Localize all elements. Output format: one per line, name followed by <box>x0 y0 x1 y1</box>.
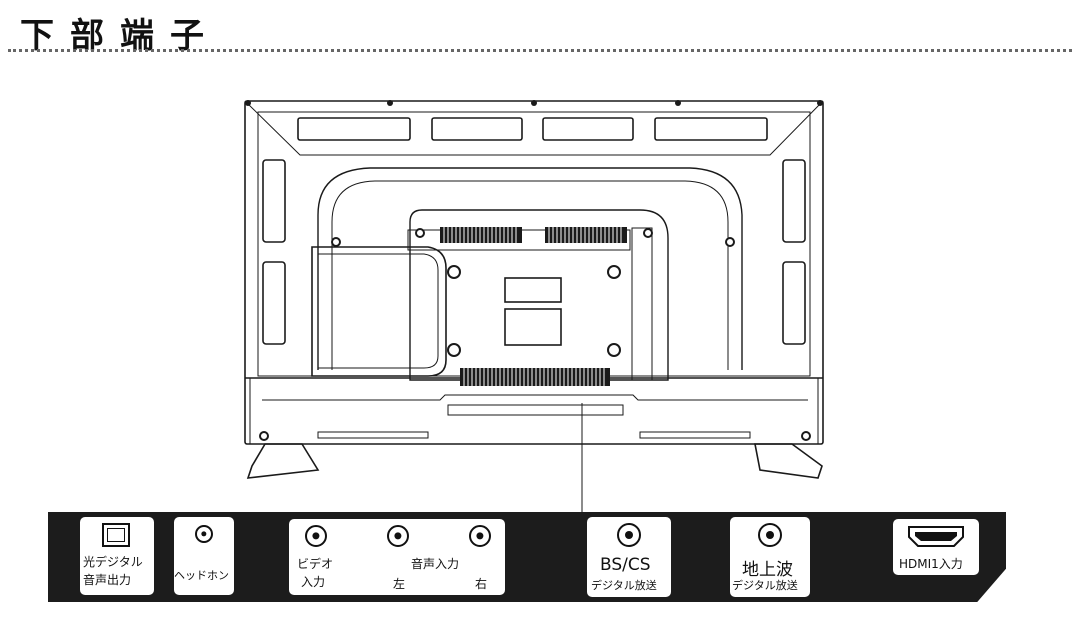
audio-right-jack-icon <box>469 525 491 547</box>
headphone-jack-icon <box>195 525 213 543</box>
audio-right-label: 右 <box>475 577 488 591</box>
audio-left-label: 左 <box>393 577 406 591</box>
headphone-port-box: ヘッドホン <box>174 517 234 595</box>
terrestrial-antenna-jack-icon <box>758 523 782 547</box>
hdmi-port-icon <box>908 526 964 547</box>
hdmi-port-box: HDMI1入力 <box>893 519 979 575</box>
bscs-port-box: BS/CS デジタル放送 <box>587 517 671 597</box>
audio-input-label: 音声入力 <box>411 557 460 571</box>
video-jack-icon <box>305 525 327 547</box>
bscs-label-line1: BS/CS <box>600 555 651 575</box>
bscs-label-line2: デジタル放送 <box>591 579 657 592</box>
av-input-box: ビデオ 入力 音声入力 左 右 <box>289 519 505 595</box>
video-label-line1: ビデオ <box>297 557 334 571</box>
bscs-antenna-jack-icon <box>617 523 641 547</box>
audio-left-jack-icon <box>387 525 409 547</box>
headphone-label: ヘッドホン <box>174 569 229 582</box>
optical-port-box: 光デジタル 音声出力 <box>80 517 154 595</box>
optical-port-icon <box>102 523 130 547</box>
optical-label-line1: 光デジタル <box>83 555 143 569</box>
video-label-line2: 入力 <box>301 575 326 589</box>
terrestrial-label-line2: デジタル放送 <box>732 579 798 592</box>
hdmi-label: HDMI1入力 <box>899 557 963 571</box>
title-divider <box>8 49 1072 52</box>
optical-label-line2: 音声出力 <box>83 573 132 587</box>
terrestrial-port-box: 地上波 デジタル放送 <box>730 517 810 597</box>
terrestrial-label-line1: 地上波 <box>742 560 793 580</box>
